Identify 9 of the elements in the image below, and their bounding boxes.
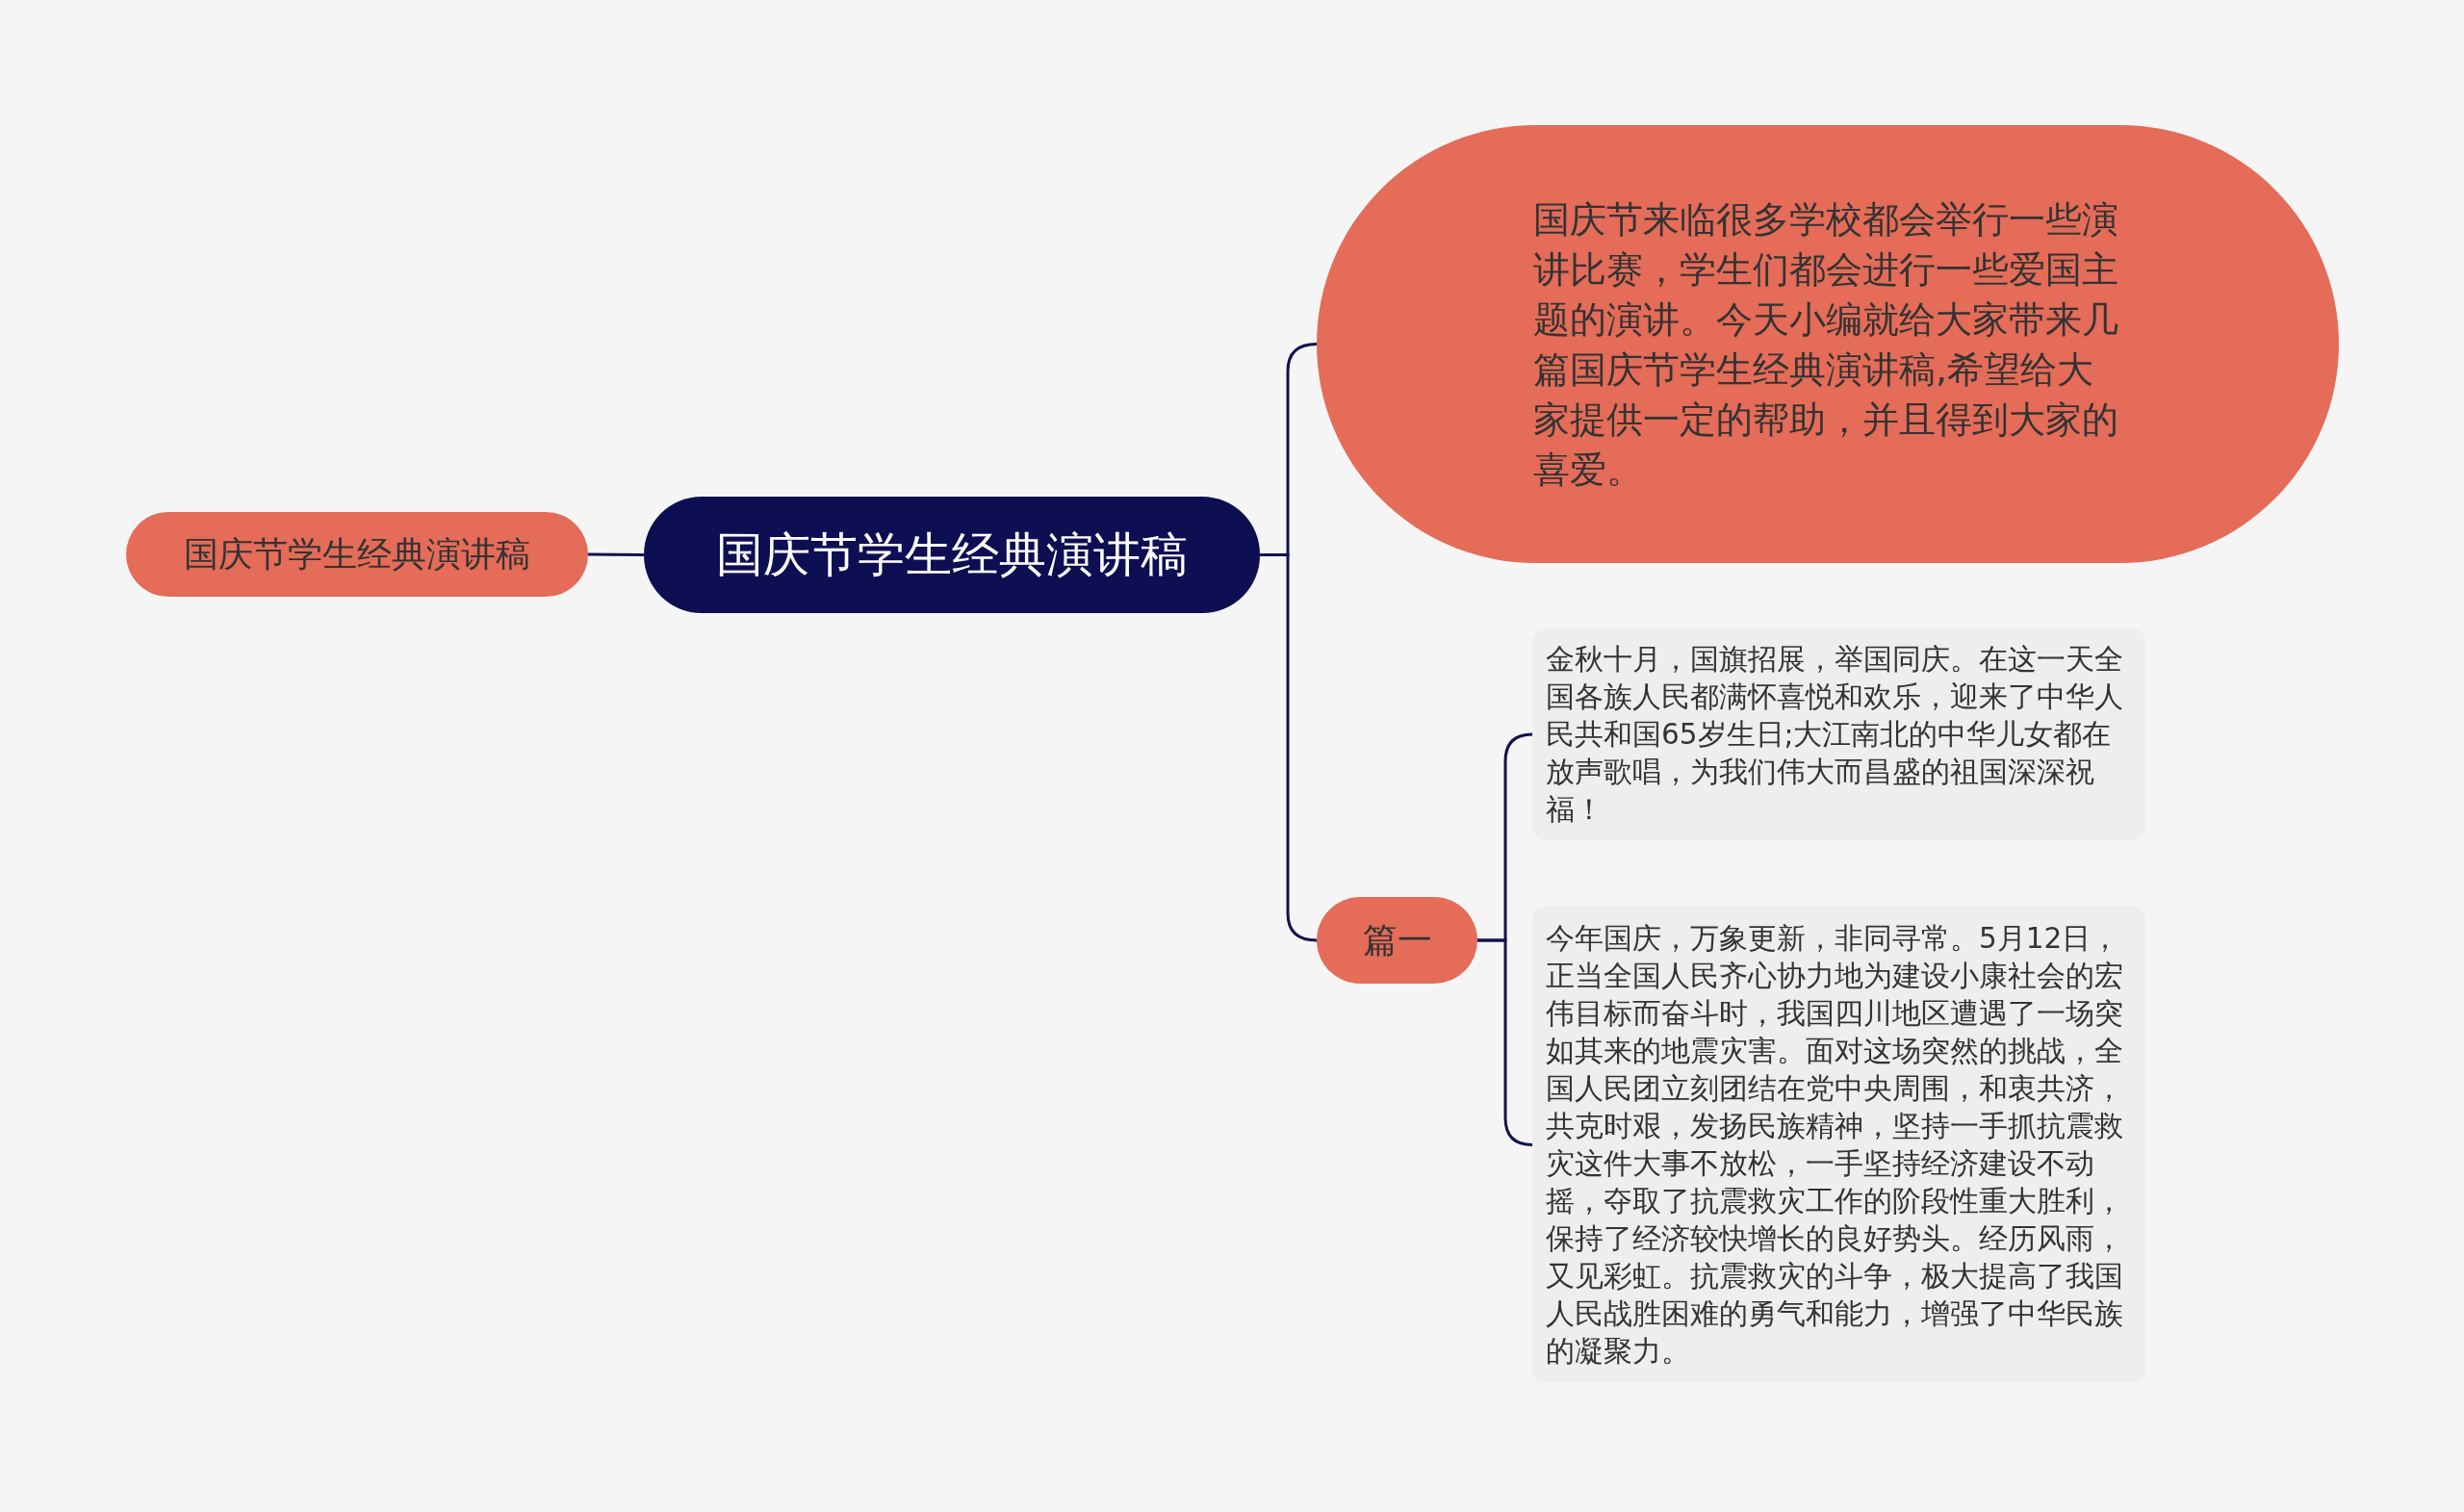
- note-card: [1532, 628, 2145, 840]
- topic-text: 篇一: [1362, 918, 1432, 961]
- connector-line: [1260, 553, 1318, 942]
- topic-text: 国庆节学生经典演讲稿: [716, 525, 1188, 584]
- topic-text: 国庆节来临很多学校都会举行一些演讲比赛，学生们都会进行一些爱国主题的演讲。今天小编就给大家带来几篇国庆节学生经典演讲稿,希望给大家提供一定的帮助，并且得到大家的喜爱。: [1533, 196, 2119, 493]
- topic-text: 国庆节学生经典演讲稿: [184, 532, 530, 576]
- topic-text: 今年国庆，万象更新，非同寻常。5月12日，正当全国人民齐心协力地为建设小康社会的宏伟目标而奋斗时，我国四川地区遭遇了一场突如其来的地震灾害。面对这场突然的挑战，全国人民团立刻团结在党中央周围，和衷共济，共克时艰，发扬民族精神，坚持一手抓抗震救灾这件大事不放松，一手坚持经济建设不动摇，夺取了抗震救灾工作的阶段性重大胜利，保持了经济较快增长的良好势头。经历风雨，又见彩虹。抗震救灾的斗争，极大提高了我国人民战胜困难的勇气和能力，增强了中华民族的凝聚力。: [1546, 920, 2124, 1370]
- connector-line: [588, 552, 644, 556]
- topic-text: 金秋十月，国旗招展，举国同庆。在这一天全国各族人民都满怀喜悦和欢乐，迎来了中华人民共和国65岁生日;大江南北的中华儿女都在放声歌唱，为我们伟大而昌盛的祖国深深祝福！: [1546, 641, 2124, 828]
